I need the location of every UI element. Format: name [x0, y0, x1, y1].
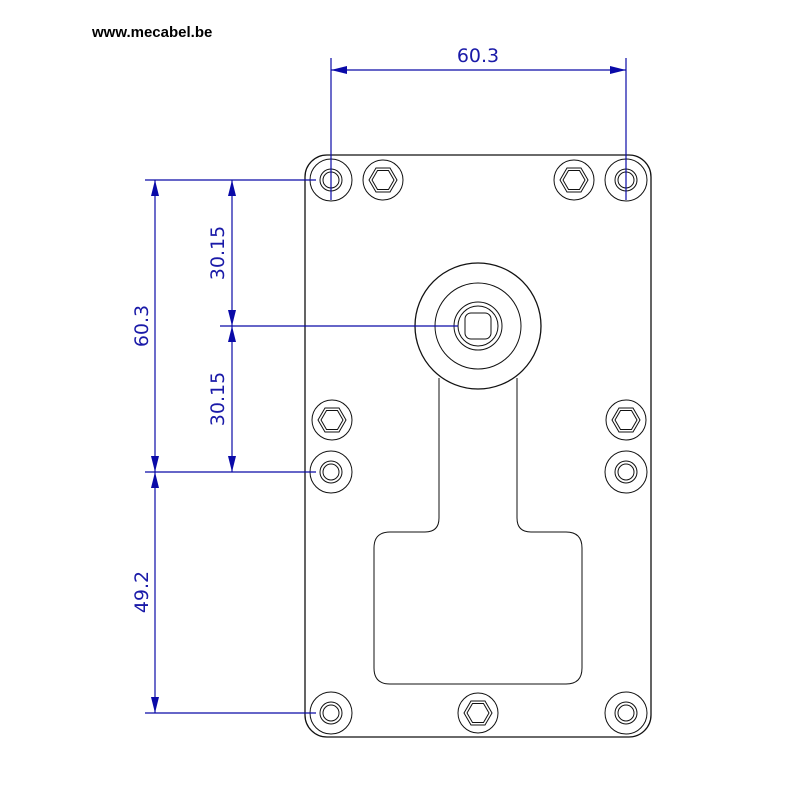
site-url-label: www.mecabel.be	[92, 24, 213, 41]
dimension-top-width-label: 60.3	[457, 45, 499, 67]
dimension-upper-half-a-label: 30.15	[207, 226, 229, 280]
hex-nut-bottom-center	[457, 692, 499, 734]
housing-outline	[304, 154, 652, 738]
bolt-hole-mid-left	[309, 450, 353, 494]
bolt-hole-mid-right	[604, 450, 648, 494]
hex-nut-top-right	[553, 159, 595, 201]
hex-nut-mid-right	[605, 399, 647, 441]
bolt-hole-bottom-left	[309, 691, 353, 735]
bolt-hole-bottom-right	[604, 691, 648, 735]
dimension-lower: 49.2	[131, 472, 159, 713]
dimension-upper-total-label: 60.3	[131, 305, 153, 347]
dimension-upper-half-b-label: 30.15	[207, 372, 229, 426]
dimension-top-width: 60.3	[330, 45, 627, 200]
dimension-lower-label: 49.2	[131, 571, 153, 613]
dimension-upper-half-b: 30.15	[207, 326, 236, 472]
hex-nut-mid-left	[311, 399, 353, 441]
inner-cavity-outline	[373, 378, 583, 685]
dimension-upper-total: 60.3	[131, 180, 159, 472]
dimension-upper-half-a: 30.15	[207, 180, 236, 326]
hex-nut-top-left	[362, 159, 404, 201]
